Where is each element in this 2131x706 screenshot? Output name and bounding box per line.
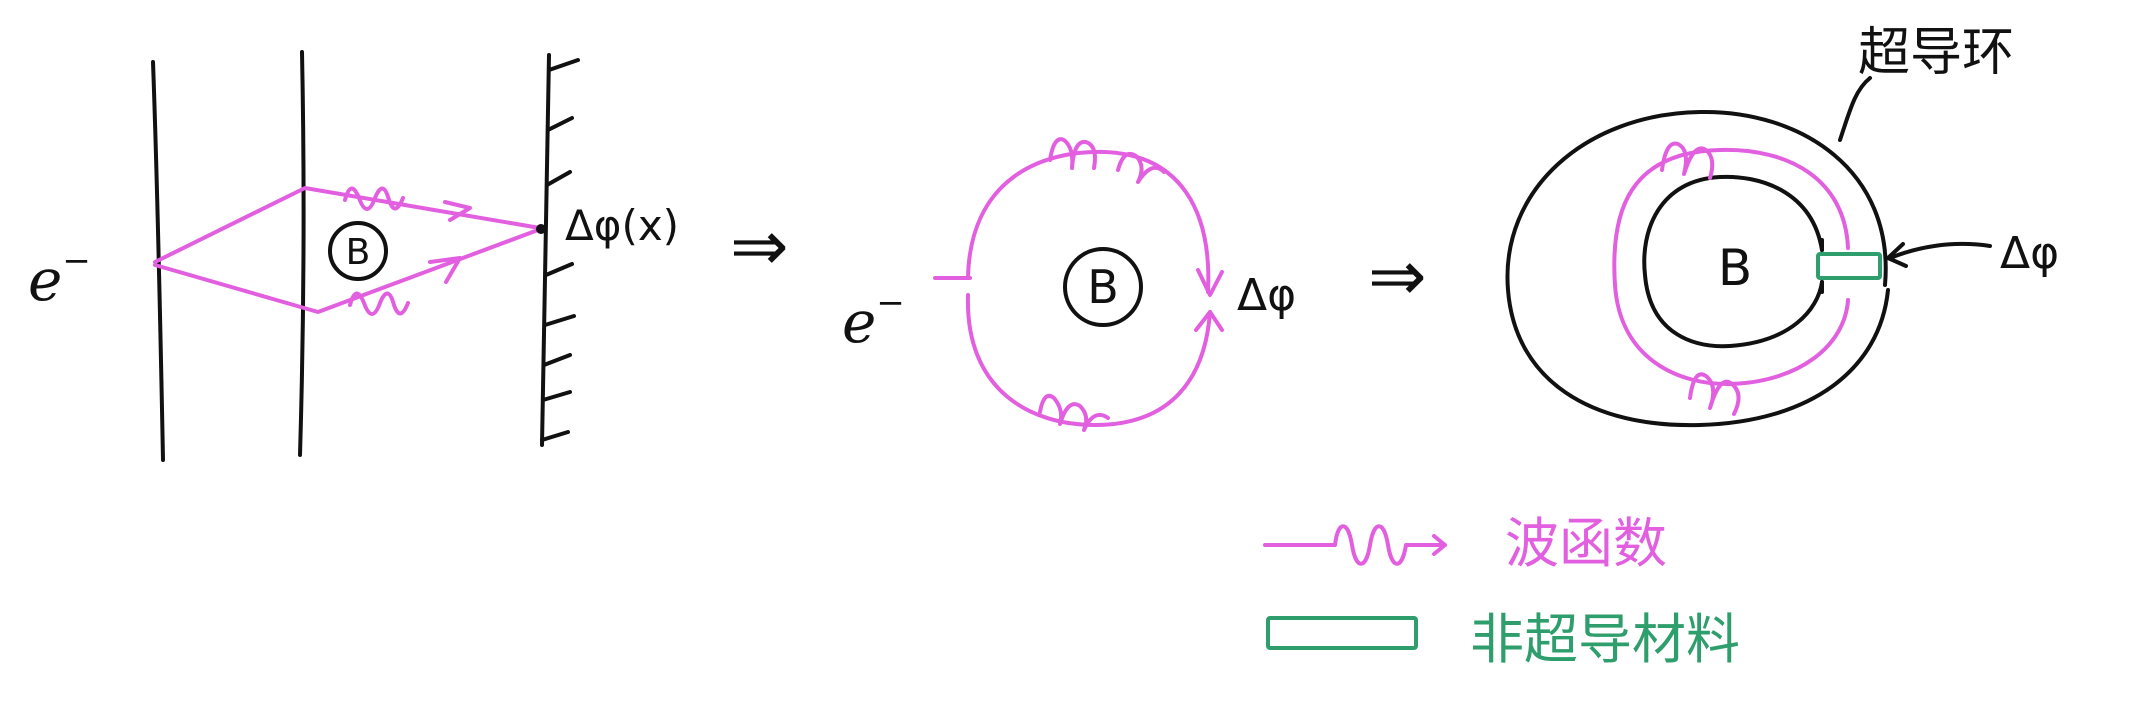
particle-label-1: e− xyxy=(28,241,91,314)
junction-arrow-head xyxy=(1886,242,1908,268)
legend-material-icon xyxy=(1266,616,1418,650)
screen-line xyxy=(540,53,551,447)
implies-arrow-1: ⇒ xyxy=(730,205,789,287)
particle-charge-1: − xyxy=(62,241,91,281)
wave-wiggle-top-2 xyxy=(1116,151,1166,184)
barrier-slit xyxy=(298,50,306,457)
legend-material-label: 非超导材料 xyxy=(1470,608,1740,671)
ring-wave-path xyxy=(1612,147,1850,387)
legend: 波函数 非超导材料 xyxy=(1263,512,1740,671)
wave-wiggle-top-1 xyxy=(1048,137,1097,170)
screen-point xyxy=(536,224,546,234)
field-label-3: B xyxy=(1718,239,1752,297)
phase-label-2: Δφ xyxy=(1237,270,1296,321)
ring-label: 超导环 xyxy=(1858,23,2014,83)
panel-ring-paths: e− B Δφ xyxy=(842,137,1296,432)
panel-double-slit: B e− Δφ(x) xyxy=(28,50,679,462)
path-lower xyxy=(153,228,540,314)
arrow-lower xyxy=(428,256,462,284)
legend-wave-icon xyxy=(1263,524,1447,566)
barrier-left xyxy=(151,60,165,462)
legend-wave-label: 波函数 xyxy=(1505,512,1667,575)
field-circle-2 xyxy=(1063,247,1143,327)
ring-inner-edge xyxy=(1642,174,1824,349)
arrow-top-tip xyxy=(1196,268,1224,297)
wave-wiggle-lower xyxy=(348,291,410,316)
ring-wave-wiggle-top xyxy=(1660,141,1715,180)
field-label-1: B xyxy=(346,232,371,273)
field-circle-1 xyxy=(328,221,388,281)
phase-label-1: Δφ(x) xyxy=(565,201,679,250)
particle-symbol-2: e xyxy=(842,288,876,356)
arrow-bottom-tip xyxy=(1194,310,1224,332)
particle-charge-2: − xyxy=(876,283,905,323)
ring-outer-edge xyxy=(1505,109,1890,428)
arc-lower xyxy=(965,293,1212,427)
arrow-upper xyxy=(443,200,472,222)
implies-arrow-2: ⇒ xyxy=(1368,235,1427,317)
wave-wiggle-upper xyxy=(343,186,405,211)
screen-hatches xyxy=(540,58,580,442)
particle-symbol-1: e xyxy=(28,246,62,314)
ring-label-leader xyxy=(1838,76,1872,142)
wave-wiggle-bottom xyxy=(1038,393,1110,432)
junction-block xyxy=(1816,252,1882,280)
junction-arrow xyxy=(1888,241,1992,260)
panel-superconducting-ring: Δφ B 超导环 xyxy=(1505,23,2059,428)
particle-label-2: e− xyxy=(842,283,905,356)
ring-wave-wiggle-bottom xyxy=(1688,372,1741,416)
phase-label-3: Δφ xyxy=(2000,228,2059,279)
field-label-2: B xyxy=(1087,260,1119,314)
arc-upper xyxy=(966,149,1211,294)
